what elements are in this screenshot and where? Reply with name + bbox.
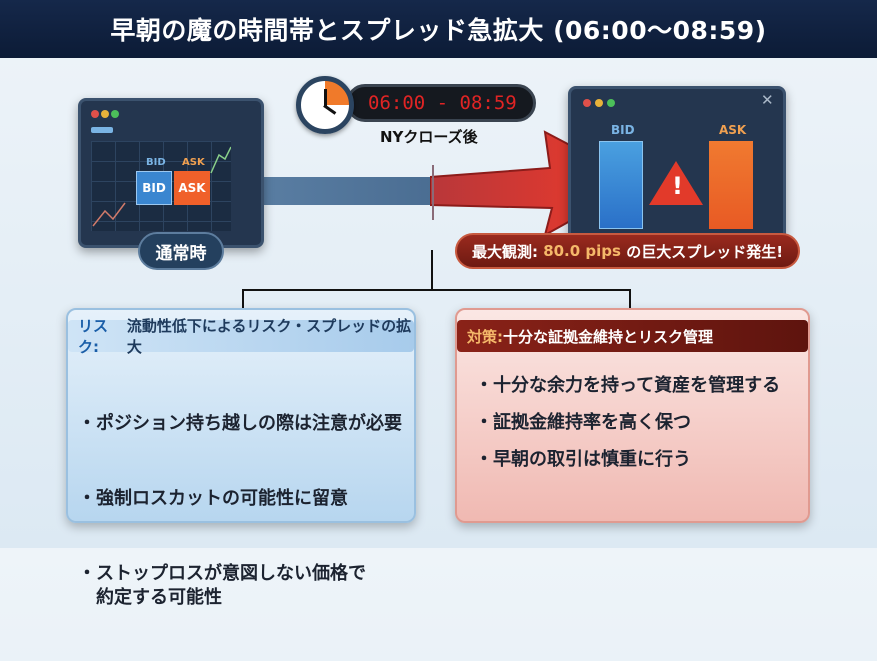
page-title: 早朝の魔の時間帯とスプレッド急拡大 (06:00〜08:59)	[0, 0, 877, 58]
measure-item: ・十分な余力を持って資産を管理する	[475, 375, 781, 396]
banner-suffix: の巨大スプレッド発生!	[620, 242, 784, 261]
measure-item: ・証拠金維持率を高く保つ	[475, 412, 691, 433]
risk-item: ・強制ロスカットの可能性に留意	[78, 488, 348, 509]
measure-header: 対策: 十分な証拠金維持とリスク管理	[457, 320, 808, 352]
connector-lines	[242, 250, 631, 308]
ask-label: ASK	[719, 123, 747, 137]
ask-bar	[709, 141, 753, 229]
measure-header-text: 十分な証拠金維持とリスク管理	[503, 327, 714, 346]
timeline-bar	[255, 177, 435, 205]
risk-panel: リスク: 流動性低下によるリスク・スプレッドの拡大 ・ポジション持ち越しの際は注…	[66, 308, 416, 608]
risk-header: リスク: 流動性低下によるリスク・スプレッドの拡大	[68, 317, 414, 356]
risk-item: ・ポジション持ち越しの際は注意が必要	[78, 413, 402, 434]
normal-label: 通常時	[138, 232, 224, 270]
ask-price-box: ASK	[174, 171, 210, 205]
risk-header-prefix: リスク:	[78, 317, 109, 356]
bid-bar	[599, 141, 643, 229]
banner-value: 80.0 pips	[543, 242, 621, 260]
ask-label: ASK	[182, 157, 205, 168]
normal-chart-window: BID ASK BID ASK	[78, 98, 264, 248]
spike-chart-window: ✕ BID ASK !	[568, 86, 786, 246]
timer-caption: NYクローズ後	[380, 128, 478, 146]
price-line	[92, 146, 231, 227]
measure-panel: 対策: 十分な証拠金維持とリスク管理 ・十分な余力を持って資産を管理する ・証拠…	[455, 308, 810, 523]
measure-item: ・早朝の取引は慎重に行う	[475, 449, 691, 470]
timeline-marker	[432, 165, 434, 220]
warning-icon	[649, 161, 703, 205]
timer-display: 06:00 - 08:59	[346, 84, 536, 122]
bid-label: BID	[146, 157, 166, 168]
bid-price-box: BID	[136, 171, 172, 205]
measure-header-prefix: 対策:	[467, 327, 503, 346]
risk-item: ・ストップロスが意図しない価格で 約定する可能性	[78, 563, 366, 608]
clock-icon	[296, 76, 354, 134]
risk-header-text: 流動性低下によるリスク・スプレッドの拡大	[126, 317, 412, 356]
close-icon[interactable]: ✕	[761, 91, 774, 109]
max-spread-banner: 最大観測: 80.0 pips の巨大スプレッド発生!	[455, 233, 800, 269]
banner-prefix: 最大観測:	[471, 242, 544, 261]
bid-label: BID	[611, 123, 635, 137]
